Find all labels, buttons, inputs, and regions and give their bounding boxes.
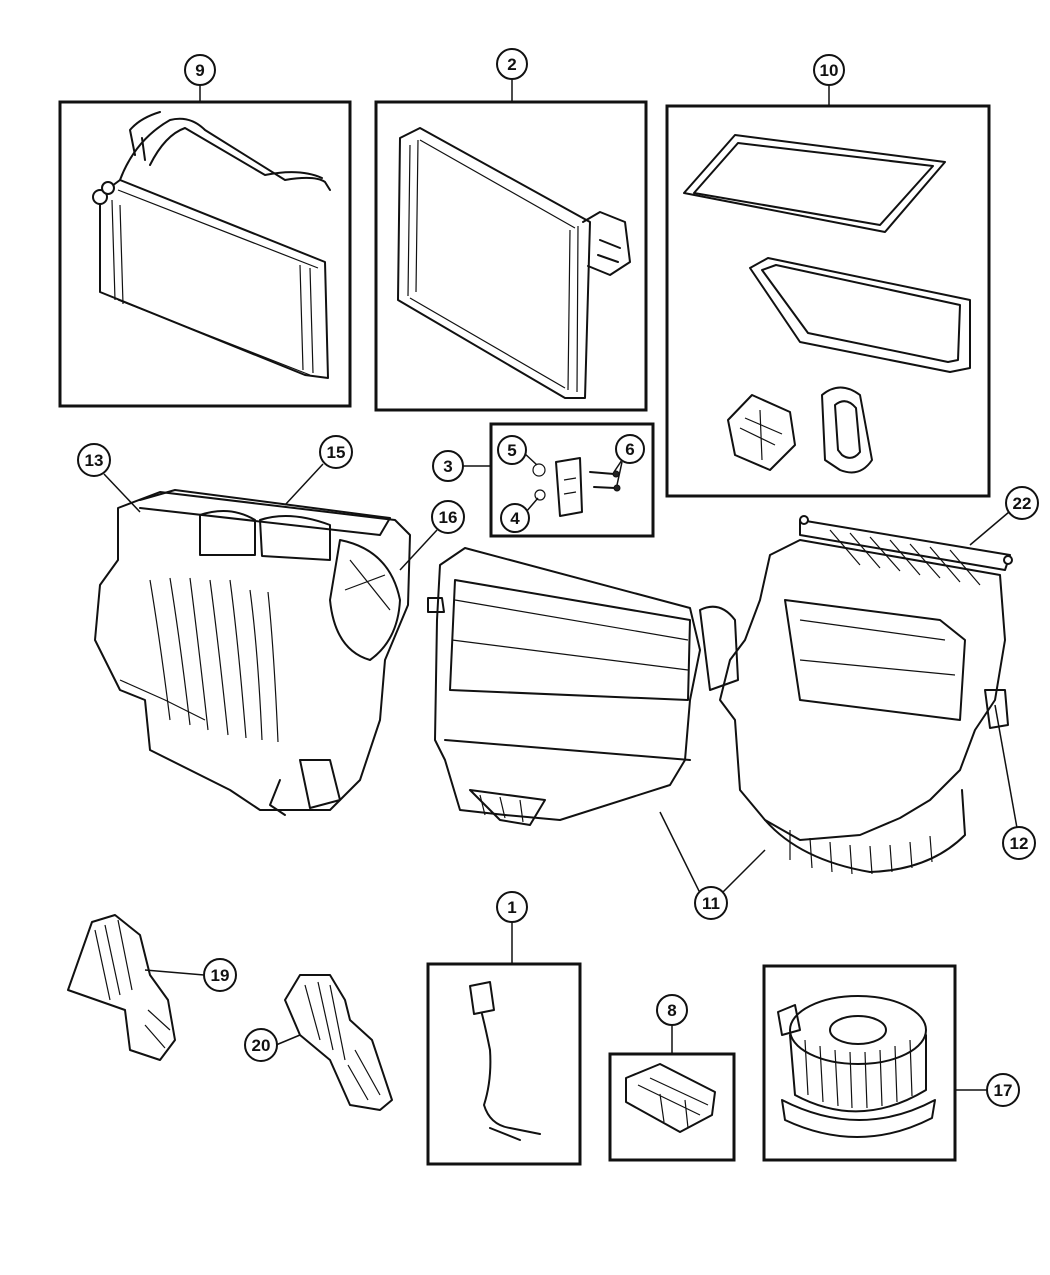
part-17-blower-motor	[762, 964, 957, 1162]
callout-8: 8	[656, 994, 688, 1026]
callout-10: 10	[813, 54, 845, 86]
callout-13: 13	[77, 443, 111, 477]
callout-15: 15	[319, 435, 353, 469]
panel-box-17	[762, 964, 957, 1162]
callout-11-label: 11	[702, 894, 720, 913]
part-10-seal-kit	[665, 104, 991, 498]
callout-4-label: 4	[510, 509, 520, 528]
callout-22-label: 22	[1013, 494, 1032, 513]
part-11-hvac-housing-center	[427, 547, 739, 826]
leader-lines	[103, 78, 1018, 1091]
part-8-blower-resistor	[608, 1052, 736, 1162]
callout-8-label: 8	[667, 1001, 676, 1020]
callout-2-label: 2	[507, 55, 516, 74]
callout-19: 19	[203, 958, 237, 992]
panel-box-2	[374, 100, 648, 412]
callout-15-label: 15	[327, 443, 346, 462]
callout-5-label: 5	[507, 441, 516, 460]
callout-1: 1	[496, 891, 528, 923]
panel-box-1	[426, 962, 582, 1166]
callout-16-label: 16	[439, 508, 458, 527]
callout-6: 6	[615, 434, 645, 464]
callout-6-label: 6	[625, 440, 634, 459]
callout-4: 4	[500, 503, 530, 533]
callout-13-label: 13	[85, 451, 104, 470]
part-19-air-duct	[67, 914, 176, 1061]
callout-10-label: 10	[820, 61, 839, 80]
part-2-evaporator	[374, 100, 648, 412]
hvac-housing-left	[94, 489, 411, 816]
callout-9: 9	[184, 54, 216, 86]
callout-2: 2	[496, 48, 528, 80]
callout-17-label: 17	[994, 1081, 1013, 1100]
part-3-expansion-valve-kit	[489, 422, 655, 538]
part-9-heater-core	[58, 100, 352, 408]
callout-3-label: 3	[443, 457, 452, 476]
callout-5: 5	[497, 435, 527, 465]
callout-20: 20	[244, 1028, 278, 1062]
part-1-temperature-sensor	[426, 962, 582, 1166]
callout-11: 11	[694, 886, 728, 920]
panel-box-10	[665, 104, 991, 498]
callout-3: 3	[432, 450, 464, 482]
callout-12: 12	[1002, 826, 1036, 860]
callout-1-label: 1	[507, 898, 516, 917]
callout-9-label: 9	[195, 61, 204, 80]
callout-20-label: 20	[252, 1036, 271, 1055]
callout-19-label: 19	[211, 966, 230, 985]
callout-22: 22	[1005, 486, 1039, 520]
panel-box-9	[58, 100, 352, 408]
callout-17: 17	[986, 1073, 1020, 1107]
callout-16: 16	[431, 500, 465, 534]
callout-12-label: 12	[1010, 834, 1029, 853]
panel-box-3	[489, 422, 655, 538]
blower-housing-right	[719, 515, 1013, 875]
part-20-air-duct	[284, 974, 393, 1111]
